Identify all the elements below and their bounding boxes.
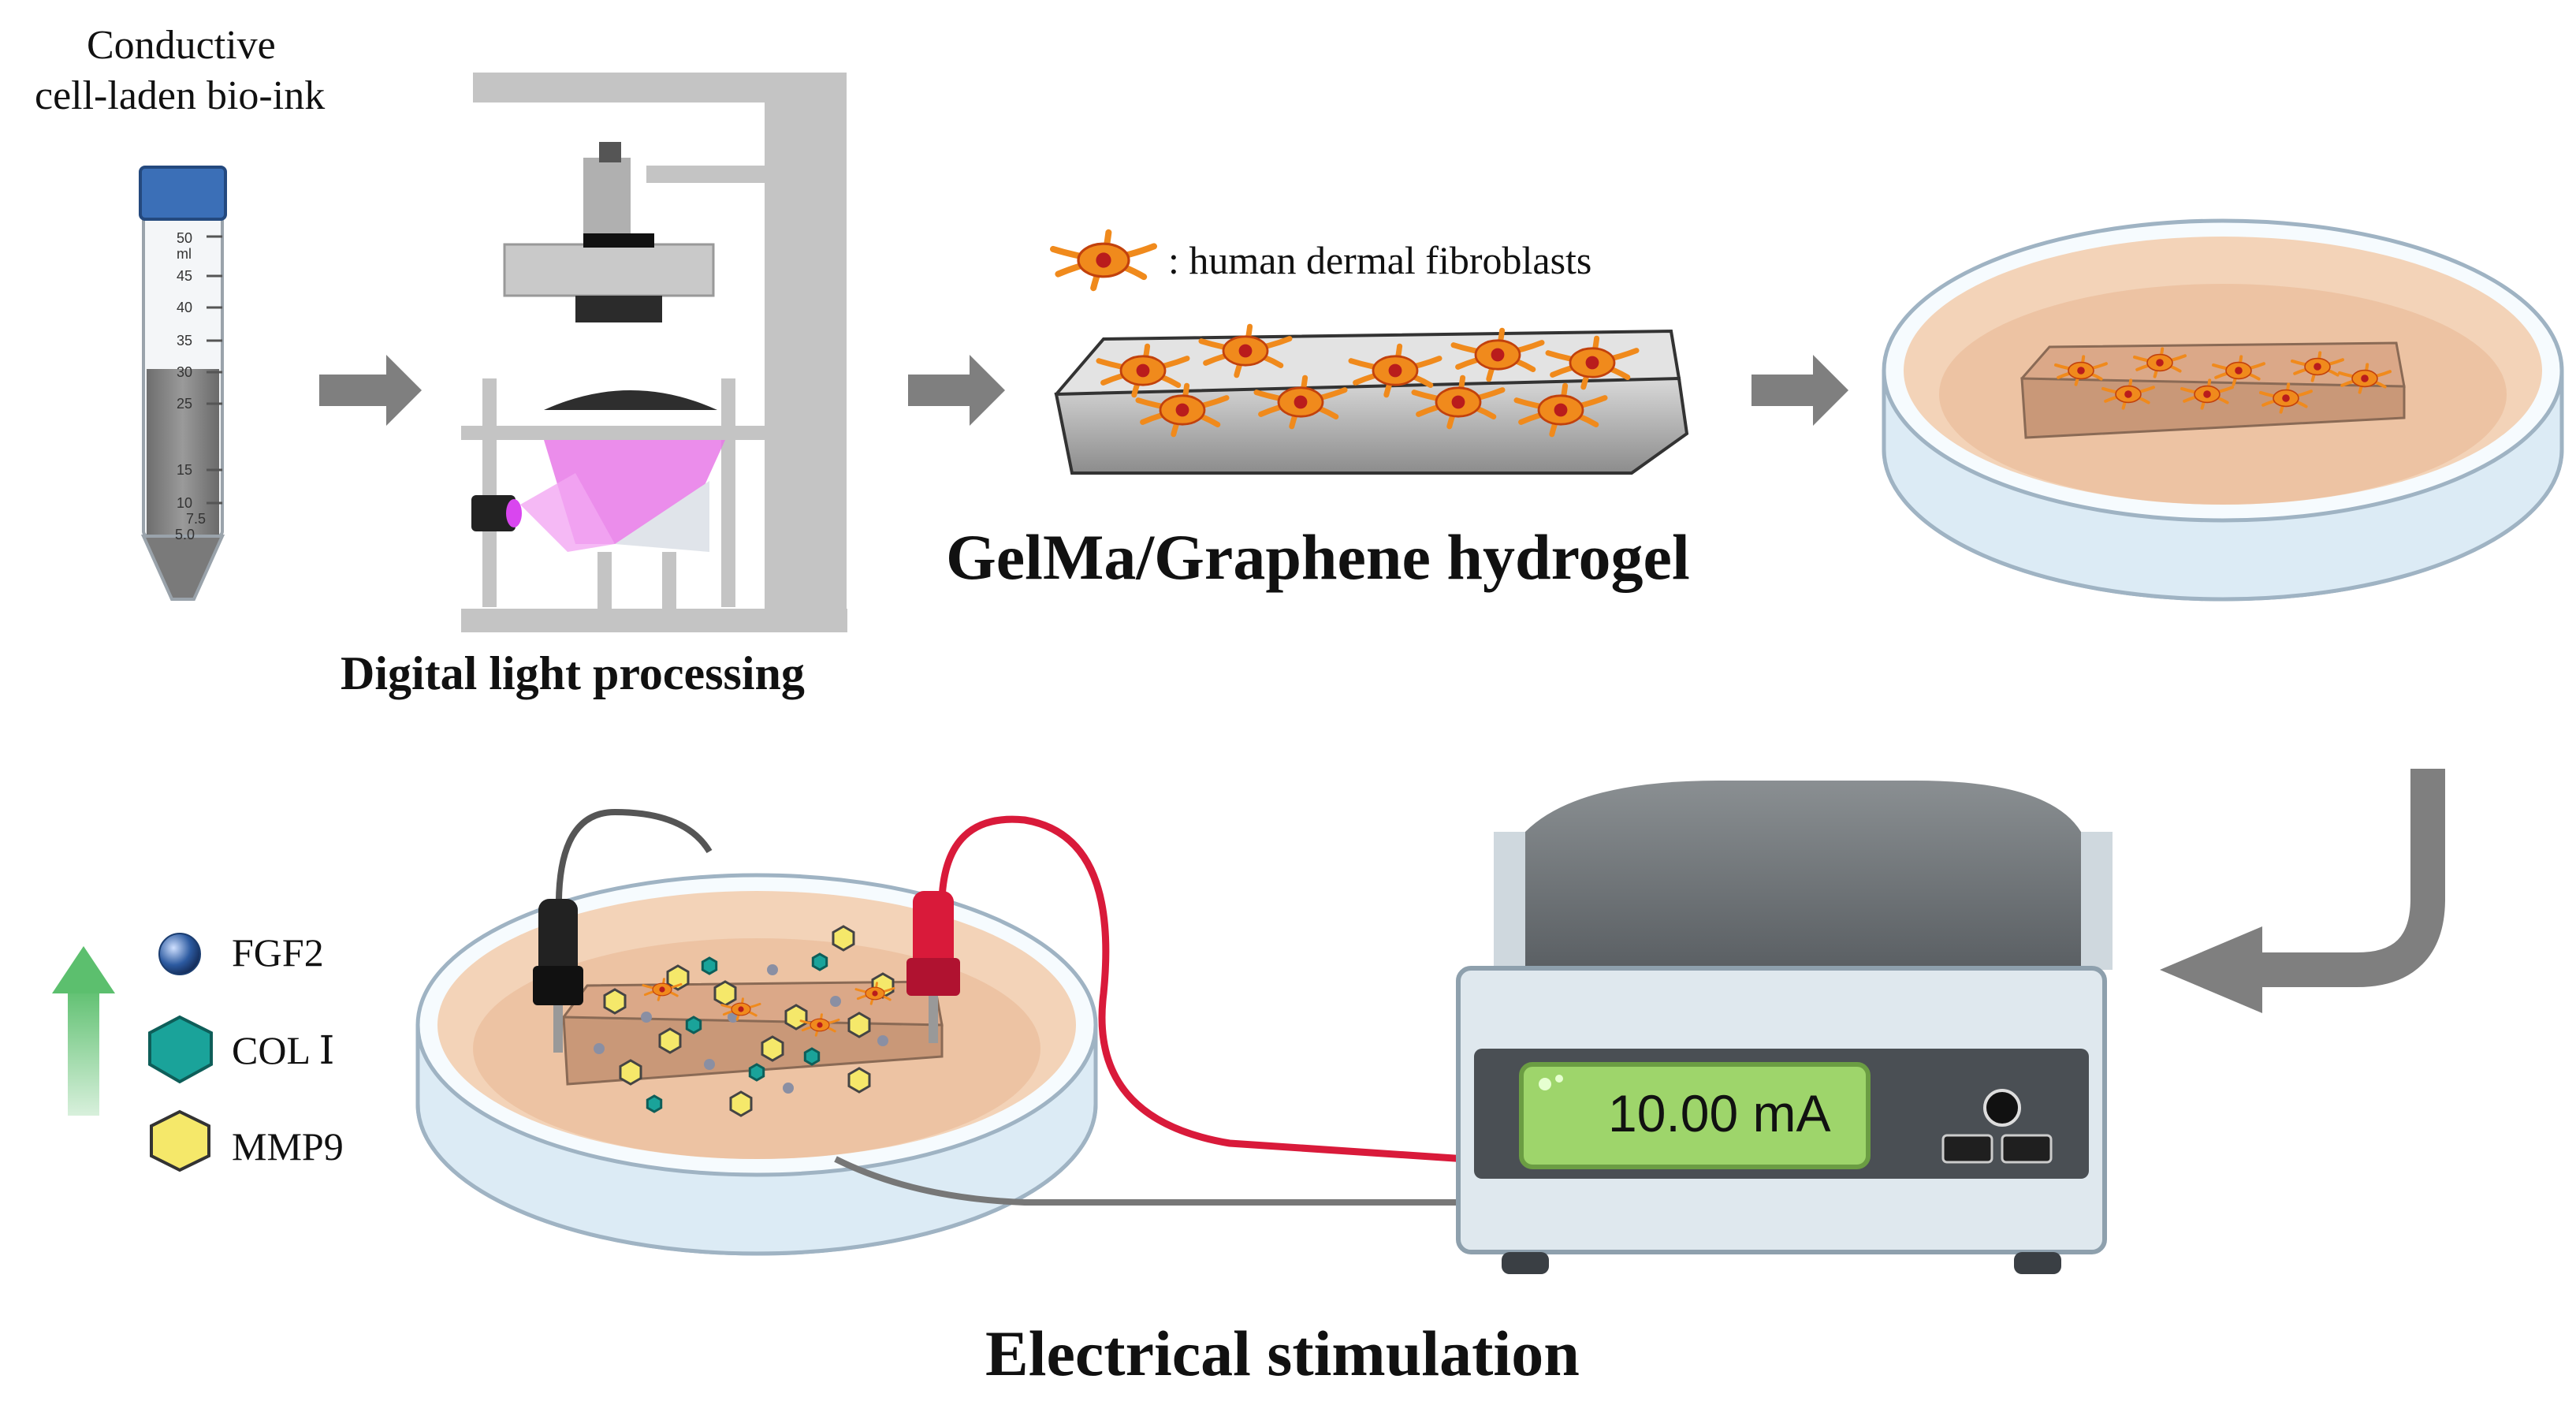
fibroblast-icon bbox=[642, 978, 683, 1001]
factor-hexagon bbox=[685, 1016, 702, 1034]
fibroblast-icon bbox=[1198, 323, 1293, 378]
tube-cap bbox=[139, 166, 227, 221]
tube-mark: 25 bbox=[177, 396, 192, 412]
tube-mark: 30 bbox=[177, 364, 192, 380]
fibroblast-icon bbox=[1450, 327, 1545, 382]
cell-cluster bbox=[2054, 347, 2392, 414]
bioink-label-line1: Conductive bbox=[87, 23, 276, 68]
dlp-printer bbox=[461, 73, 847, 632]
current-stimulator bbox=[1456, 781, 2113, 1274]
fibroblast-icon bbox=[2054, 355, 2108, 386]
control-knob-icon bbox=[1983, 1089, 2021, 1127]
col1-icon bbox=[148, 1015, 213, 1084]
tube-mark: ml bbox=[177, 246, 192, 262]
red-lead-wire bbox=[938, 815, 1467, 1163]
tube-mark: 35 bbox=[177, 333, 192, 348]
factor-hexagon bbox=[729, 1090, 753, 1117]
factor-hexagon bbox=[748, 1063, 765, 1082]
fibroblast-icon bbox=[799, 1013, 840, 1037]
fibroblast-icon bbox=[1513, 382, 1608, 438]
secreted-factors bbox=[594, 925, 895, 1117]
flow-arrow-right-icon bbox=[908, 355, 1005, 426]
fibroblast-icon bbox=[1253, 375, 1348, 430]
control-button bbox=[1941, 1134, 1993, 1164]
hydrogel-title: GelMa/Graphene hydrogel bbox=[946, 521, 1690, 593]
fibroblast-icon bbox=[1411, 375, 1506, 430]
fibroblast-icon bbox=[2212, 355, 2265, 386]
tube-mark: 45 bbox=[177, 268, 192, 284]
factor-hexagon bbox=[847, 1012, 871, 1038]
factor-hexagon bbox=[646, 1094, 663, 1113]
fibroblast-icon bbox=[854, 982, 895, 1005]
dlp-title: Digital light processing bbox=[341, 647, 805, 699]
uv-projector-icon bbox=[471, 495, 516, 531]
factor-hexagon bbox=[658, 1027, 682, 1054]
fibroblast-icon bbox=[2101, 378, 2155, 410]
flow-arrow-return-icon bbox=[2254, 769, 2445, 987]
fibroblast-icon bbox=[1050, 229, 1157, 292]
fgf2-particle bbox=[783, 1083, 794, 1094]
fibroblast-icon bbox=[2133, 347, 2187, 378]
tube-mark: 5.0 bbox=[175, 527, 195, 542]
fgf2-particle bbox=[704, 1059, 715, 1070]
fibroblast-icon bbox=[2259, 382, 2313, 414]
tube-mark: 40 bbox=[177, 300, 192, 315]
conical-tube: 50 ml 45 40 35 30 25 15 10 7.5 5.0 bbox=[139, 166, 227, 601]
fibroblast-icon bbox=[1348, 343, 1442, 398]
factor-hexagon bbox=[603, 988, 627, 1015]
factor-label-fgf2: FGF2 bbox=[232, 930, 324, 975]
fibroblast-icon bbox=[2180, 378, 2234, 410]
factor-label-col1: COL Ⅰ bbox=[232, 1028, 335, 1072]
fibroblast-icon bbox=[1545, 335, 1640, 390]
current-display-value: 10.00 mA bbox=[1608, 1084, 1831, 1142]
current-display bbox=[1519, 1062, 1871, 1169]
factor-hexagon bbox=[701, 956, 718, 975]
tube-mark: 10 bbox=[177, 495, 192, 511]
fibroblast-icon bbox=[1135, 382, 1230, 438]
fgf2-particle bbox=[767, 964, 778, 975]
flow-arrow-right-icon bbox=[1751, 355, 1848, 426]
fibroblast-icon bbox=[1050, 229, 1157, 292]
flow-arrow-right-icon bbox=[319, 355, 422, 426]
factor-hexagon bbox=[784, 1004, 808, 1031]
factor-hexagon bbox=[761, 1035, 784, 1062]
ground-wire bbox=[834, 1156, 1466, 1206]
fgf2-particle bbox=[641, 1012, 652, 1023]
fibroblast-icon bbox=[2291, 351, 2344, 382]
control-button bbox=[2001, 1134, 2053, 1164]
fibroblast-icon bbox=[2338, 363, 2392, 394]
upregulation-arrow-icon bbox=[52, 946, 115, 1116]
fibroblast-legend-label: : human dermal fibroblasts bbox=[1168, 238, 1592, 282]
fibroblast-icon bbox=[1096, 343, 1190, 398]
black-electrode-icon bbox=[533, 899, 583, 1053]
factor-label-mmp9: MMP9 bbox=[232, 1124, 344, 1168]
fgf2-icon bbox=[158, 933, 201, 975]
factor-hexagon bbox=[811, 952, 828, 971]
bioink-label-line2: cell-laden bio-ink bbox=[35, 73, 326, 118]
fgf2-particle bbox=[830, 996, 841, 1007]
stimulation-title: Electrical stimulation bbox=[985, 1318, 1580, 1389]
tube-mark: 7.5 bbox=[186, 511, 206, 527]
factor-hexagon bbox=[832, 925, 855, 952]
fgf2-particle bbox=[594, 1043, 605, 1054]
fibroblast-icon bbox=[720, 997, 761, 1021]
red-electrode-icon bbox=[906, 891, 960, 1043]
tube-mark: 50 bbox=[177, 230, 192, 246]
factor-hexagon bbox=[803, 1047, 821, 1066]
fgf2-particle bbox=[877, 1035, 888, 1046]
tube-mark: 15 bbox=[177, 462, 192, 478]
petri-dish-culture bbox=[1882, 218, 2564, 602]
mmp9-icon bbox=[150, 1109, 210, 1172]
factor-hexagon bbox=[713, 980, 737, 1007]
factor-hexagon bbox=[666, 964, 690, 991]
black-lead-wire bbox=[555, 808, 713, 931]
cell-cluster bbox=[1096, 323, 1640, 438]
factor-hexagon bbox=[847, 1067, 871, 1094]
factor-hexagon bbox=[619, 1059, 642, 1086]
